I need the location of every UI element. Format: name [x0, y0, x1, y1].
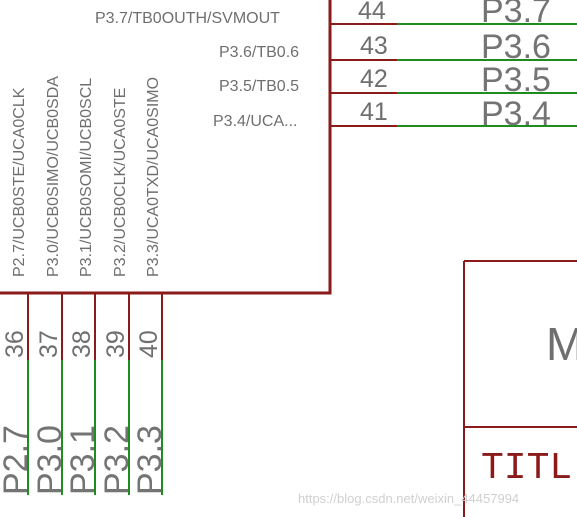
pin-name: P3.6/TB0.6: [219, 44, 299, 61]
pin-name: P3.4/UCA...: [213, 113, 297, 130]
net-label: P3.4: [481, 95, 551, 133]
title-text: TITL: [481, 447, 572, 490]
bottom-pin-36: P2.7/UCB0STE/UCA0CLK 36 P2.7: [0, 87, 35, 495]
pin-number: 42: [360, 65, 388, 93]
pin-name: P3.1/UCB0SOMI/UCB0SCL: [78, 78, 95, 277]
pin-name: P3.3/UCA0TXD/UCA0SIMO: [145, 77, 162, 277]
pin-number: 41: [360, 98, 388, 126]
pin-number: 37: [35, 330, 63, 358]
bottom-pin-39: P3.2/UCB0CLK/UCA0STE 39 P3.2: [98, 88, 136, 495]
pin-number: 43: [360, 32, 388, 60]
pin-number: 38: [68, 330, 96, 358]
pin-name: P2.7/UCB0STE/UCA0CLK: [11, 87, 28, 277]
right-pin-42: P3.5/TB0.5 42 P3.5: [219, 61, 577, 99]
ic-body-outline: [0, 0, 332, 295]
right-pin-43: P3.6/TB0.6 43 P3.6: [219, 28, 577, 66]
right-pin-41: P3.4/UCA... 41 P3.4: [213, 95, 577, 133]
net-label: P3.0: [31, 425, 69, 495]
net-label: P2.7: [0, 425, 35, 495]
bottom-pin-37: P3.0/UCB0SIMO/UCB0SDA 37 P3.0: [31, 76, 69, 495]
watermark: https://blog.csdn.net/weixin_44457994: [298, 491, 519, 506]
pin-name: P3.2/UCB0CLK/UCA0STE: [112, 88, 129, 277]
frame-letter: M: [546, 318, 577, 370]
pin-number: 36: [1, 330, 29, 358]
net-label: P3.7: [481, 0, 551, 30]
net-label: P3.2: [98, 425, 136, 495]
pin-name: P3.0/UCB0SIMO/UCB0SDA: [45, 76, 62, 277]
pin-name: P3.5/TB0.5: [219, 78, 299, 95]
bottom-pin-40: P3.3/UCA0TXD/UCA0SIMO 40 P3.3: [131, 77, 169, 495]
right-pin-44: P3.7/TB0OUTH/SVMOUT 44 P3.7: [95, 0, 577, 30]
net-label: P3.3: [131, 425, 169, 495]
pin-number: 39: [102, 330, 130, 358]
net-label: P3.5: [481, 61, 551, 99]
title-block: M TITL: [463, 260, 577, 517]
net-label: P3.1: [64, 425, 102, 495]
pin-number: 44: [358, 0, 386, 25]
net-label: P3.6: [481, 28, 551, 66]
bottom-pin-38: P3.1/UCB0SOMI/UCB0SCL 38 P3.1: [64, 78, 102, 495]
pin-number: 40: [135, 330, 163, 358]
pin-name: P3.7/TB0OUTH/SVMOUT: [95, 10, 280, 27]
